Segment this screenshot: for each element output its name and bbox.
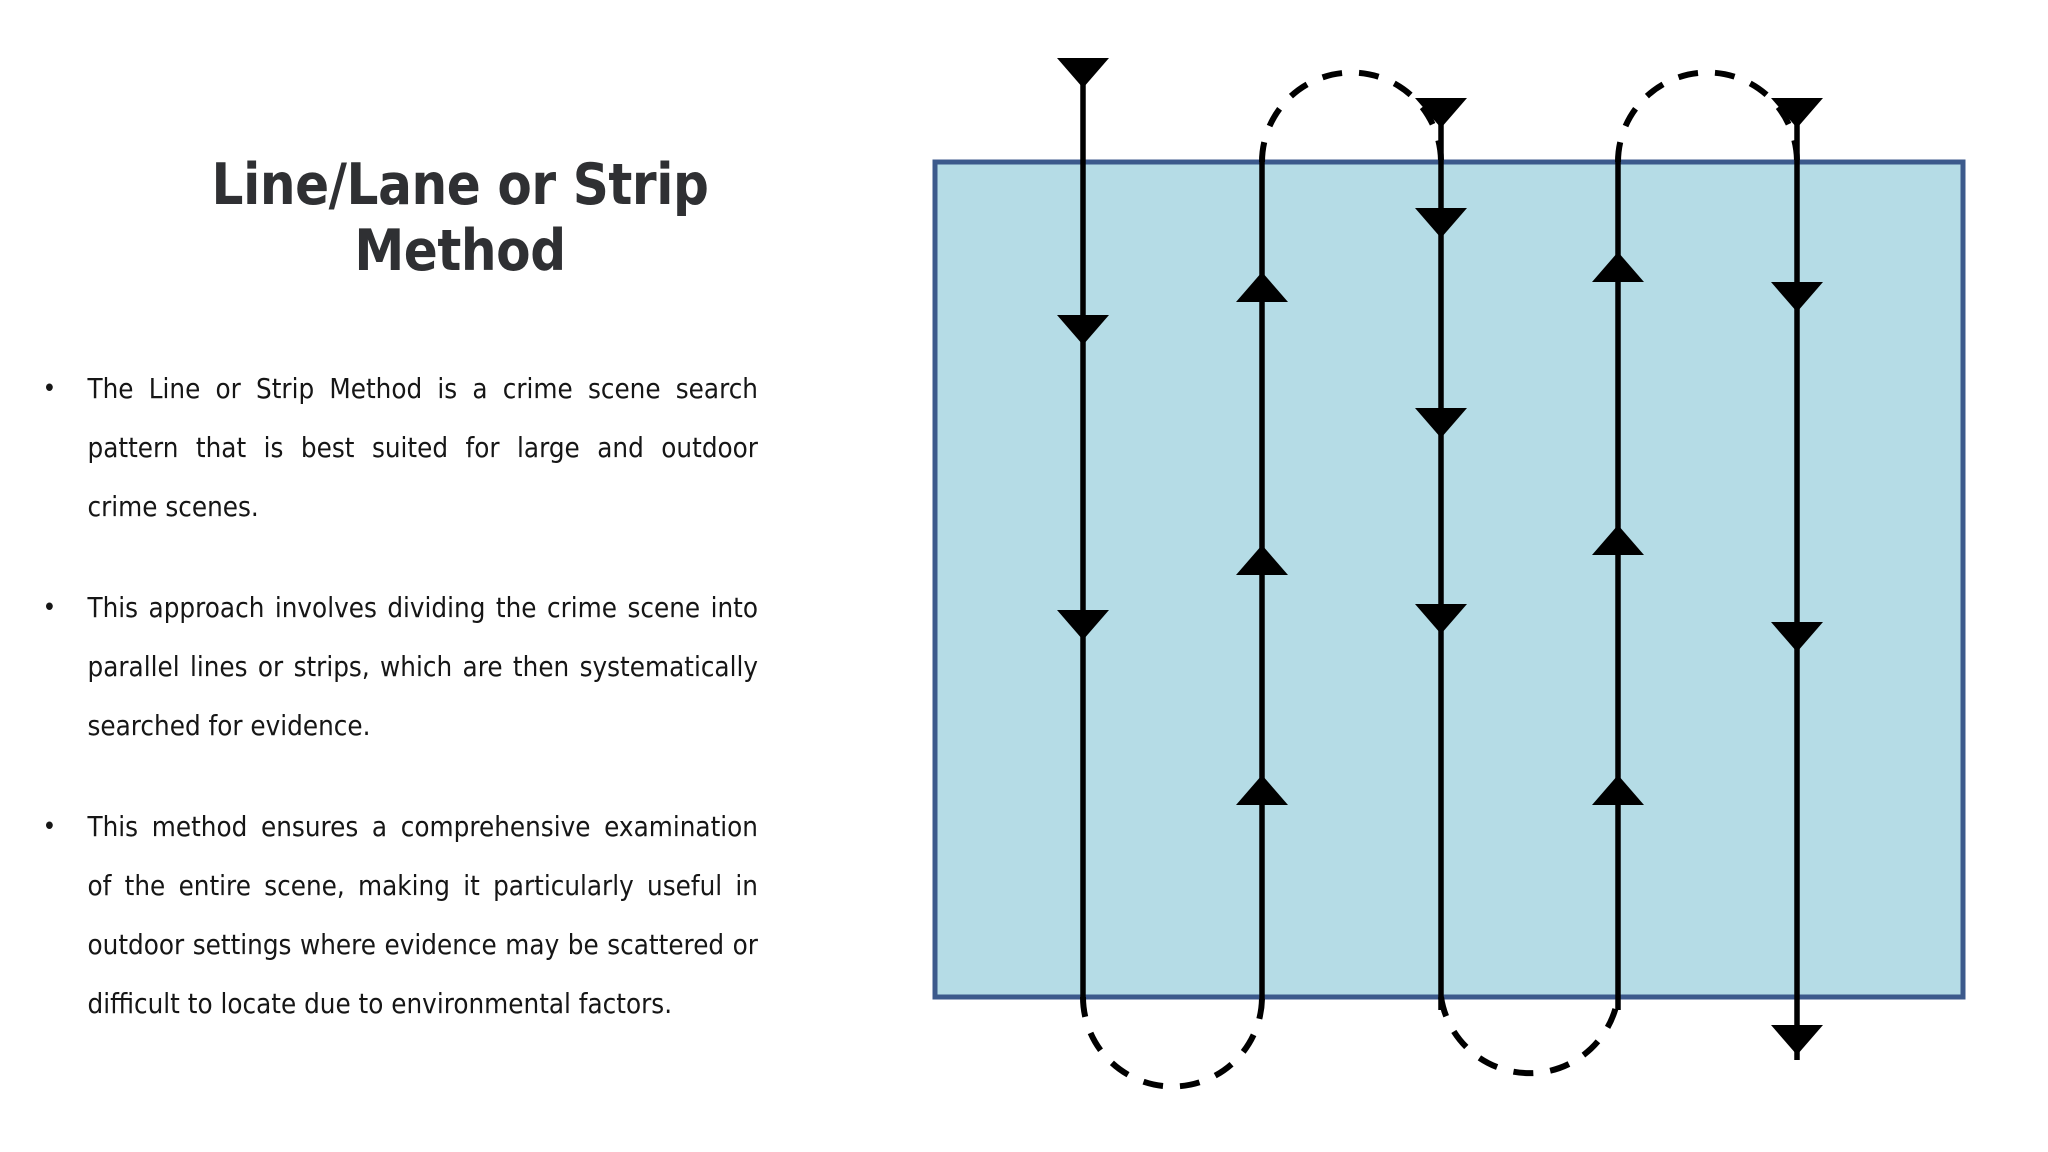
arrow-up-icon xyxy=(1236,272,1288,302)
search-line-group xyxy=(1080,72,1800,1060)
arrow-down-icon xyxy=(1771,622,1823,652)
arrow-down-icon xyxy=(1415,408,1467,438)
bullet-text: This method ensures a comprehensive exam… xyxy=(87,811,759,1020)
arrow-up-icon xyxy=(1592,252,1644,282)
arrow-down-icon xyxy=(1057,610,1109,640)
bullet-text: The Line or Strip Method is a crime scen… xyxy=(87,373,759,523)
bullet-marker-icon: • xyxy=(42,374,57,404)
list-item: • The Line or Strip Method is a crime sc… xyxy=(38,360,759,537)
arc-top-1 xyxy=(1259,69,1444,163)
arrow-down-icon xyxy=(1771,1025,1823,1055)
arc-bottom-1 xyxy=(1080,996,1265,1090)
arrow-down-icon xyxy=(1415,604,1467,634)
arrow-down-icon xyxy=(1771,282,1823,312)
diagram-svg xyxy=(932,58,1966,1090)
page-title: Line/Lane or Strip Method xyxy=(211,152,709,284)
arc-bottom-2 xyxy=(1438,996,1621,1077)
arrow-down-icon xyxy=(1057,58,1109,88)
arrow-up-icon xyxy=(1592,525,1644,555)
arrow-down-icon xyxy=(1415,208,1467,238)
list-item: • This method ensures a comprehensive ex… xyxy=(38,798,759,1034)
bullet-list: • The Line or Strip Method is a crime sc… xyxy=(38,360,759,1034)
connector-arc-group xyxy=(1080,69,1800,1090)
arrow-down-icon xyxy=(1415,98,1467,128)
line-strip-search-pattern-diagram xyxy=(880,0,2048,1152)
arc-top-2 xyxy=(1615,69,1800,163)
arrow-up-icon xyxy=(1236,545,1288,575)
bullet-text: This approach involves dividing the crim… xyxy=(87,592,759,742)
arrowhead-group xyxy=(1057,58,1823,1055)
bullet-marker-icon: • xyxy=(42,593,57,623)
text-content-column: Line/Lane or Strip Method • The Line or … xyxy=(0,0,920,1152)
arrow-up-icon xyxy=(1236,775,1288,805)
list-item: • This approach involves dividing the cr… xyxy=(38,579,759,756)
arrow-up-icon xyxy=(1592,775,1644,805)
arrow-down-icon xyxy=(1771,98,1823,128)
arrow-down-icon xyxy=(1057,315,1109,345)
bullet-marker-icon: • xyxy=(42,812,57,842)
